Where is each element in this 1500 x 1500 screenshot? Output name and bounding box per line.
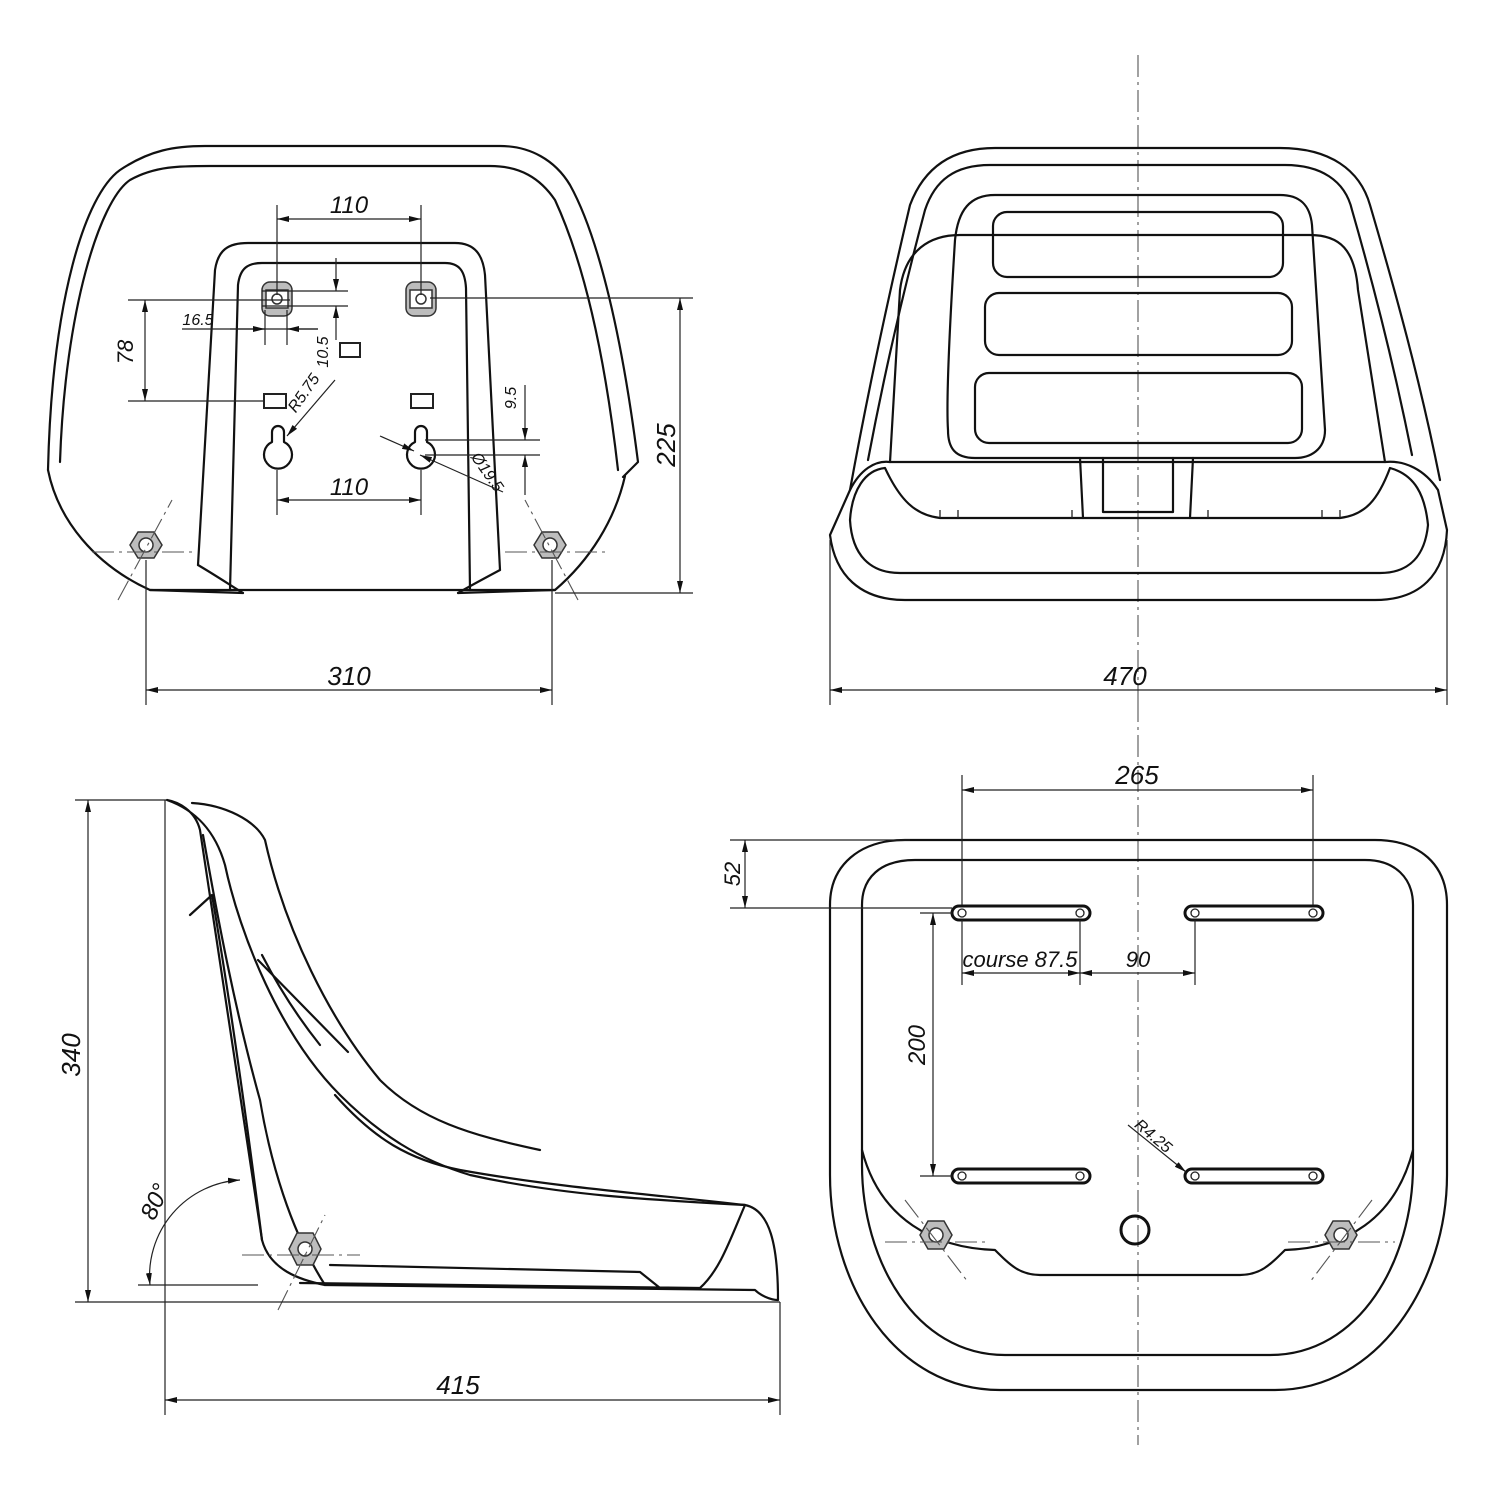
label-110-top: 110 bbox=[330, 192, 369, 219]
side-outer-profile bbox=[165, 798, 780, 1302]
dim-angle-80 bbox=[145, 1177, 241, 1286]
label-course-87-5: course 87.5 bbox=[963, 947, 1079, 972]
front-panel-middle bbox=[983, 291, 1294, 357]
label-dia-19-5: Ø19.5 bbox=[467, 449, 507, 495]
rear-outer-outline bbox=[46, 144, 640, 479]
front-panel-frame bbox=[946, 193, 1327, 460]
rear-inner-panel-inset bbox=[228, 261, 472, 592]
bottom-nut-diag-left bbox=[904, 1199, 969, 1283]
rear-panel-foot-right bbox=[456, 568, 502, 595]
label-225: 225 bbox=[651, 423, 681, 468]
front-back-inner bbox=[866, 163, 1414, 462]
bottom-drain-hole bbox=[1119, 1214, 1151, 1246]
rear-bottom-edge bbox=[148, 588, 245, 595]
rear-keyhole-left bbox=[262, 424, 294, 470]
front-center-tab bbox=[1078, 456, 1195, 520]
side-shell-back bbox=[190, 801, 542, 1152]
front-view: 470 bbox=[828, 55, 1449, 705]
leader-r5-75 bbox=[286, 379, 336, 437]
side-shadow-line-2 bbox=[260, 953, 322, 1047]
rear-bottom-right-nut bbox=[533, 531, 567, 559]
label-r5-75: R5.75 bbox=[285, 371, 323, 416]
rear-nut-diag-right bbox=[524, 499, 579, 601]
side-shell-inner bbox=[201, 833, 327, 1287]
label-470: 470 bbox=[1103, 661, 1147, 691]
label-415: 415 bbox=[436, 1370, 480, 1400]
bottom-inner-outline bbox=[860, 858, 1415, 1357]
front-panel-top bbox=[991, 210, 1285, 279]
label-340: 340 bbox=[56, 1033, 86, 1077]
side-cushion-seat bbox=[333, 1093, 747, 1207]
bottom-slot-bottom-left bbox=[950, 1167, 1092, 1185]
rear-bottom-edge-right bbox=[456, 588, 557, 595]
side-base bbox=[298, 1203, 747, 1290]
leader-r4-25 bbox=[1127, 1124, 1187, 1173]
bottom-nut-right bbox=[1324, 1220, 1358, 1250]
rear-inner-panel bbox=[196, 241, 502, 572]
rear-bottom-left-nut bbox=[129, 531, 163, 559]
bottom-slot-bottom-right bbox=[1183, 1167, 1325, 1185]
label-200: 200 bbox=[904, 1024, 931, 1066]
label-52: 52 bbox=[720, 862, 745, 886]
front-panel-bottom bbox=[973, 371, 1304, 445]
bottom-slot-top-left bbox=[950, 904, 1092, 922]
label-265: 265 bbox=[1114, 760, 1159, 790]
side-view: 340 80° 415 bbox=[56, 798, 781, 1415]
bottom-nut-diag-right bbox=[1309, 1199, 1373, 1283]
label-310: 310 bbox=[327, 661, 371, 691]
front-tab-feet bbox=[939, 510, 1341, 518]
label-16-5: 16.5 bbox=[182, 312, 213, 329]
rear-slot-a bbox=[339, 342, 361, 358]
bottom-slot-top-right bbox=[1183, 904, 1325, 922]
front-seat-inner bbox=[848, 466, 1430, 575]
label-9-5: 9.5 bbox=[503, 387, 520, 409]
bottom-seat-shell bbox=[860, 1148, 1415, 1277]
label-78: 78 bbox=[113, 339, 138, 364]
rear-view: 110 16.5 78 10.5 R5.75 9.5 Ø19.5 110 bbox=[46, 144, 693, 705]
rear-panel-foot-left bbox=[196, 563, 245, 595]
rear-nut-diag-left bbox=[117, 499, 173, 601]
label-110-bottom: 110 bbox=[330, 474, 369, 501]
side-cushion-back bbox=[188, 893, 264, 1242]
label-10-5: 10.5 bbox=[315, 336, 332, 367]
front-seat-outer bbox=[828, 460, 1449, 602]
bottom-view: 265 52 course 87.5 90 200 R4.25 bbox=[720, 700, 1449, 1445]
side-nut-center-diag bbox=[277, 1214, 326, 1311]
front-back-outline bbox=[848, 146, 1442, 492]
front-back-panel bbox=[888, 233, 1387, 464]
rear-slot-b bbox=[263, 393, 287, 409]
rear-slot-c bbox=[410, 393, 434, 409]
rear-keyhole-right bbox=[405, 424, 437, 470]
label-90: 90 bbox=[1126, 947, 1151, 972]
side-nut bbox=[288, 1232, 322, 1266]
rear-outer-inner-line bbox=[58, 164, 620, 472]
bottom-nut-left bbox=[919, 1220, 953, 1250]
